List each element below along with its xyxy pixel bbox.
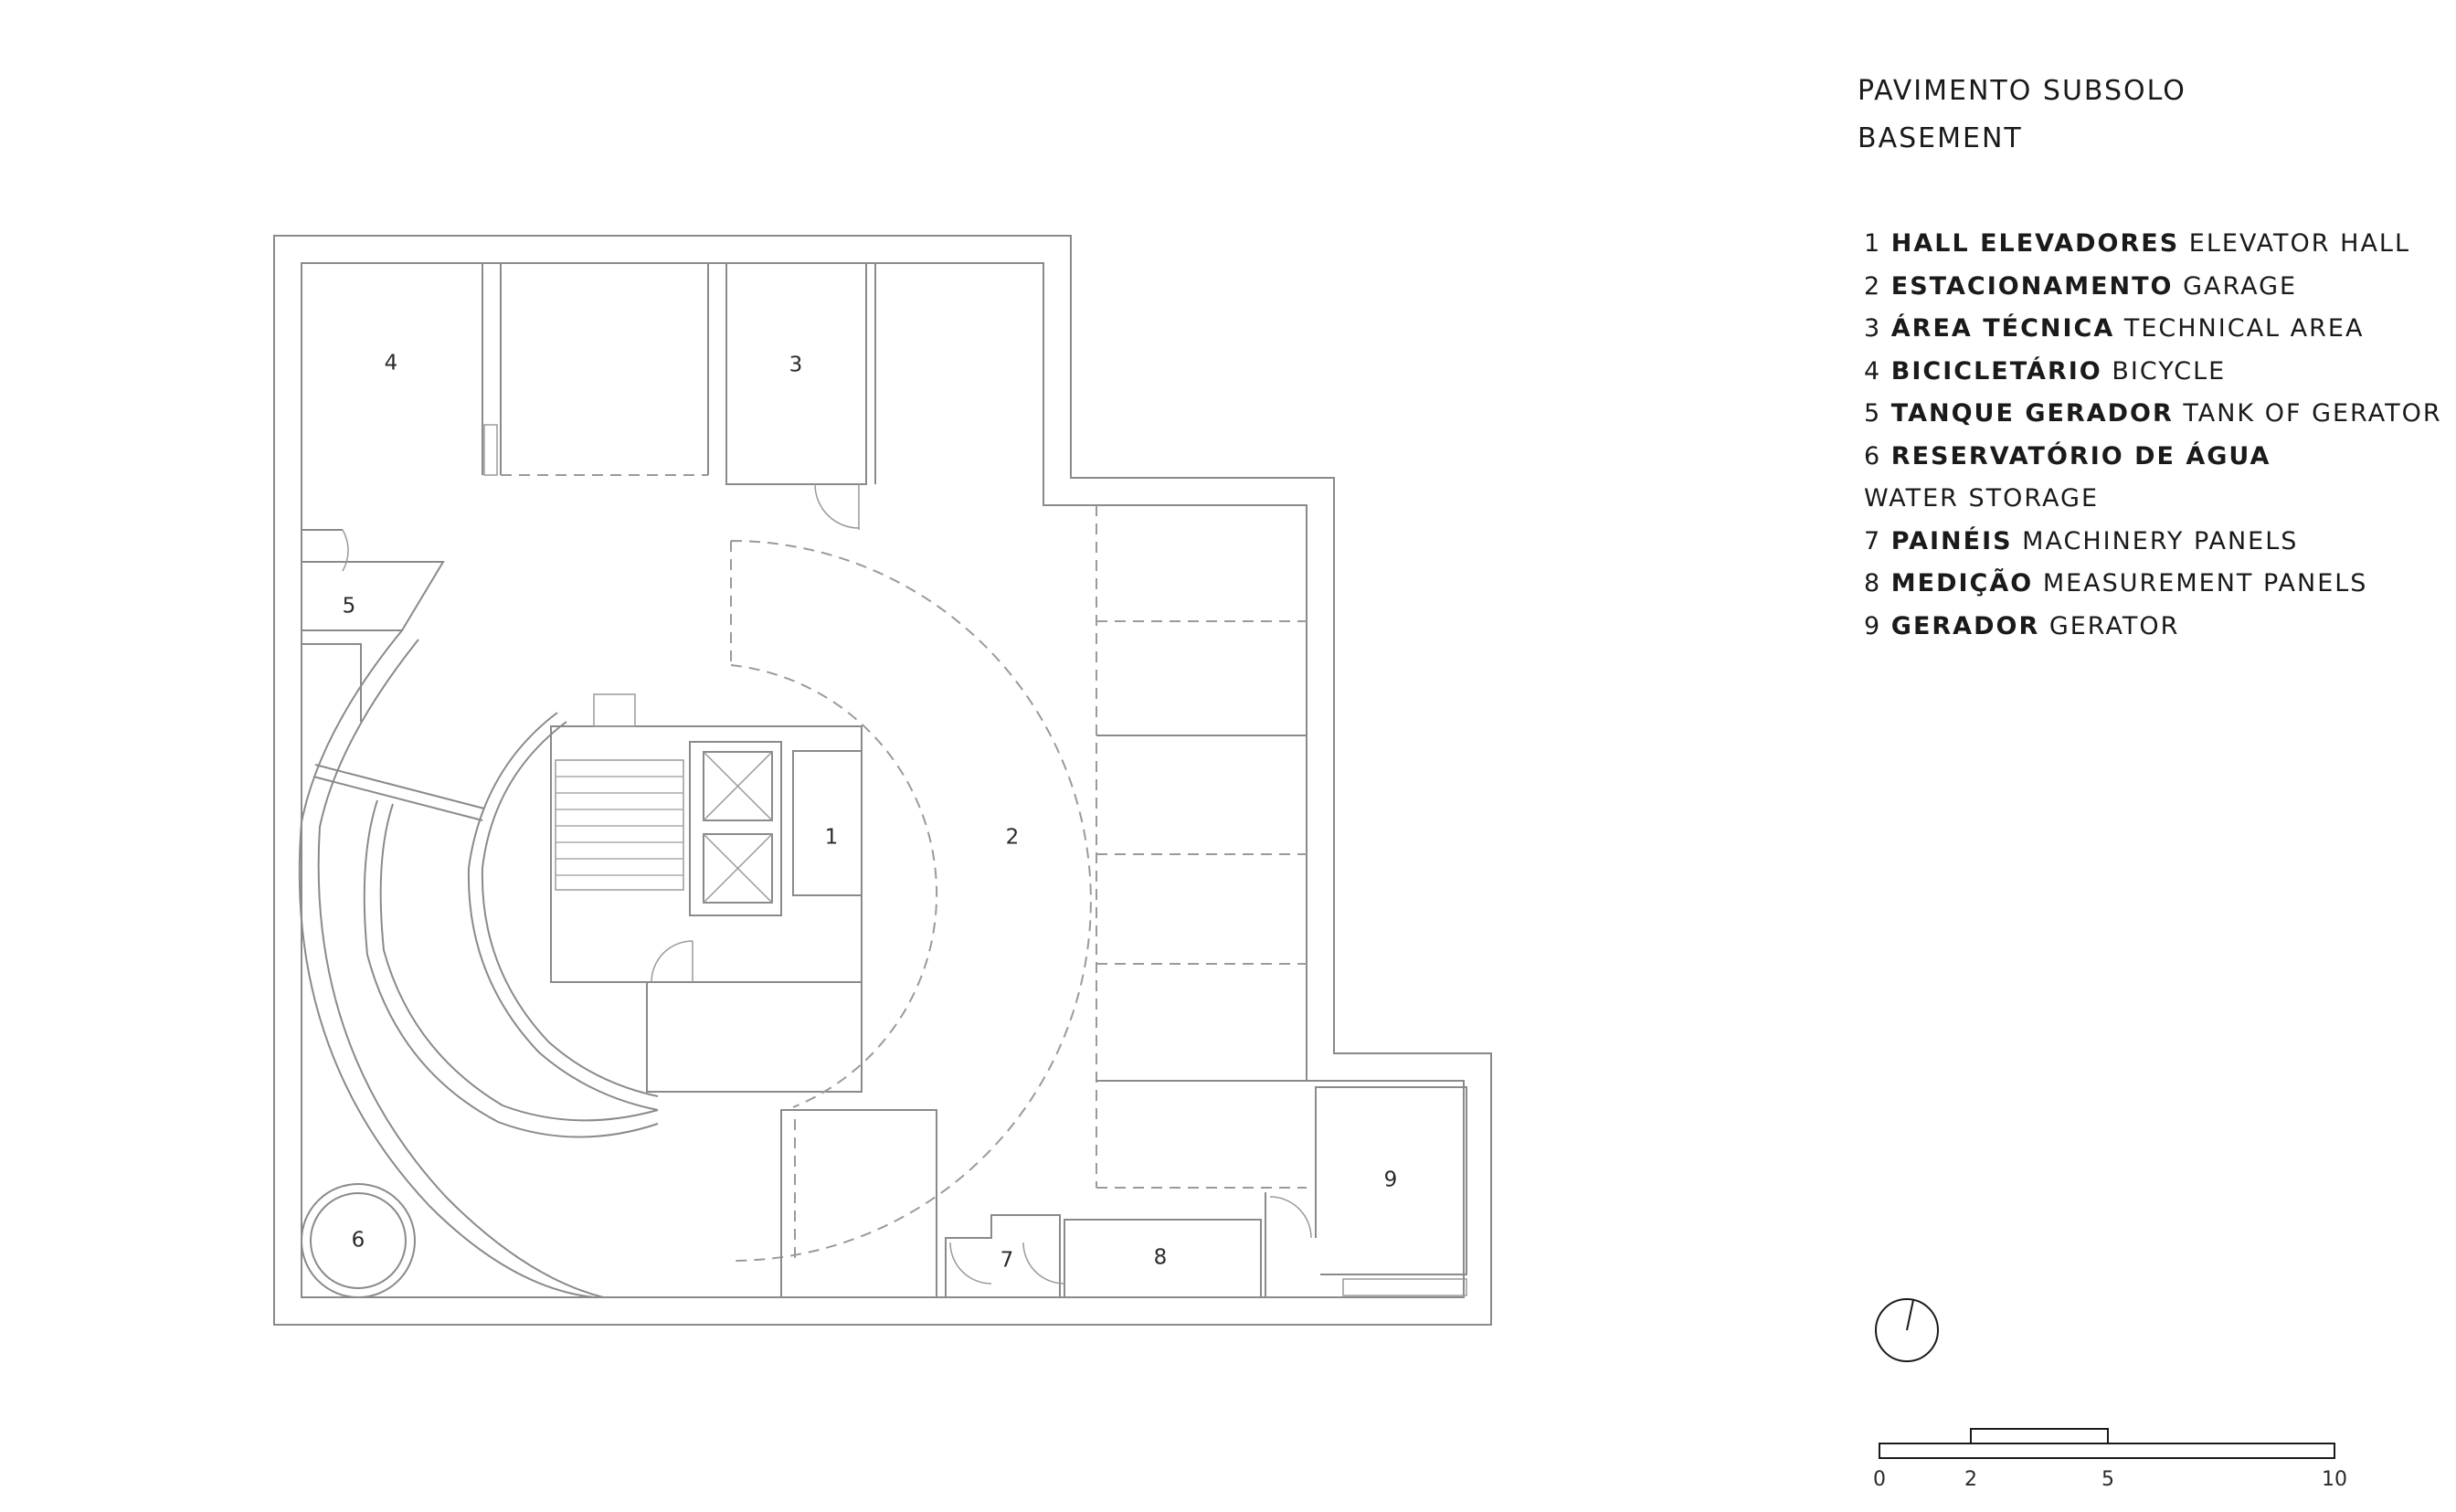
legend-item: 6 RESERVATÓRIO DE ÁGUA WATER STORAGE [1864, 441, 2271, 513]
legend-item: 8 MEDIÇÃO MEASUREMENT PANELS [1864, 569, 2368, 597]
scale-tick-0: 0 [1873, 1468, 1886, 1491]
room-9-walls [1265, 1086, 1467, 1297]
legend-item: 9 GERADOR GERATOR [1864, 611, 2180, 640]
legend-item: 2 ESTACIONAMENTO GARAGE [1864, 271, 2298, 301]
room-legend: 1 HALL ELEVADORES ELEVATOR HALL 2 ESTACI… [1864, 223, 2442, 648]
elevator-a-cross [703, 751, 773, 821]
ramp-outer-curve [298, 629, 595, 1298]
room-label-3: 3 [789, 354, 803, 377]
column [483, 424, 498, 476]
inner-wall [301, 262, 1465, 1298]
room-label-5: 5 [343, 595, 356, 619]
legend-item: 7 PAINÉIS MACHINERY PANELS [1864, 526, 2299, 555]
shaft-top [593, 693, 636, 727]
stair-treads [556, 776, 683, 876]
room-7-walls [945, 1214, 1061, 1297]
room-4-walls [302, 262, 483, 475]
water-tank-outer [301, 1183, 416, 1298]
room-label-6: 6 [352, 1229, 365, 1253]
door-swing [814, 483, 860, 530]
elevator-shaft [689, 741, 782, 916]
room-8-walls [1064, 1219, 1262, 1297]
scale-tick-10: 10 [2322, 1468, 2347, 1491]
room-label-4: 4 [385, 352, 398, 375]
hall-box [792, 750, 863, 896]
room-top-walls [500, 262, 709, 475]
ramp-outer-curve-2 [317, 639, 604, 1298]
ramp-bridge-2 [312, 776, 483, 821]
door-swing-8 [1022, 1242, 1065, 1285]
core-lower [551, 981, 863, 1093]
elevator-b-cross [703, 833, 773, 904]
outer-wall [273, 235, 1492, 1326]
ramp-inner-curve [379, 803, 659, 1122]
north-arrow-icon [1875, 1298, 1939, 1362]
room-3-walls [725, 262, 867, 485]
door-swing-9 [1269, 1196, 1312, 1239]
room-5-lower [302, 643, 362, 722]
core-curve [481, 721, 659, 1097]
legend-item: 3 ÁREA TÉCNICA TECHNICAL AREA [1864, 314, 2365, 343]
door-swing-7 [949, 1242, 992, 1285]
elevator-a [703, 751, 773, 821]
ramp-bridge [314, 764, 485, 809]
ramp-inner-curve-2 [363, 799, 659, 1138]
plan-title: PAVIMENTO SUBSOLO [1858, 75, 2186, 107]
room-label-2: 2 [1006, 826, 1020, 850]
core-curve-2 [467, 712, 659, 1111]
elevator-b [703, 833, 773, 904]
legend-item: 5 TANQUE GERADOR TANK OF GERATOR [1864, 399, 2442, 428]
generator-slot [1342, 1278, 1467, 1296]
room-label-8: 8 [1154, 1246, 1168, 1270]
stair [555, 759, 684, 891]
legend-item: 1 HALL ELEVADORES ELEVATOR HALL [1864, 229, 2411, 258]
door-swing-core [651, 940, 693, 983]
ramp-dashed-arc [730, 540, 1092, 1262]
plan-subtitle: BASEMENT [1858, 122, 2023, 154]
room-label-7: 7 [1000, 1249, 1014, 1273]
core-box [550, 725, 863, 983]
room-top-right-walls [874, 262, 1043, 484]
scale-tick-2: 2 [1964, 1468, 1977, 1491]
scale-bar-icon [1879, 1428, 2335, 1459]
room-label-1: 1 [825, 826, 839, 850]
door-swing-5 [342, 529, 349, 572]
legend-item: 4 BICICLETÁRIO BICYCLE [1864, 356, 2227, 386]
scale-tick-5: 5 [2101, 1468, 2114, 1491]
room-5-walls [302, 529, 445, 631]
room-service-walls [780, 1109, 937, 1297]
water-tank-inner [310, 1192, 407, 1289]
room-label-9: 9 [1384, 1168, 1398, 1192]
